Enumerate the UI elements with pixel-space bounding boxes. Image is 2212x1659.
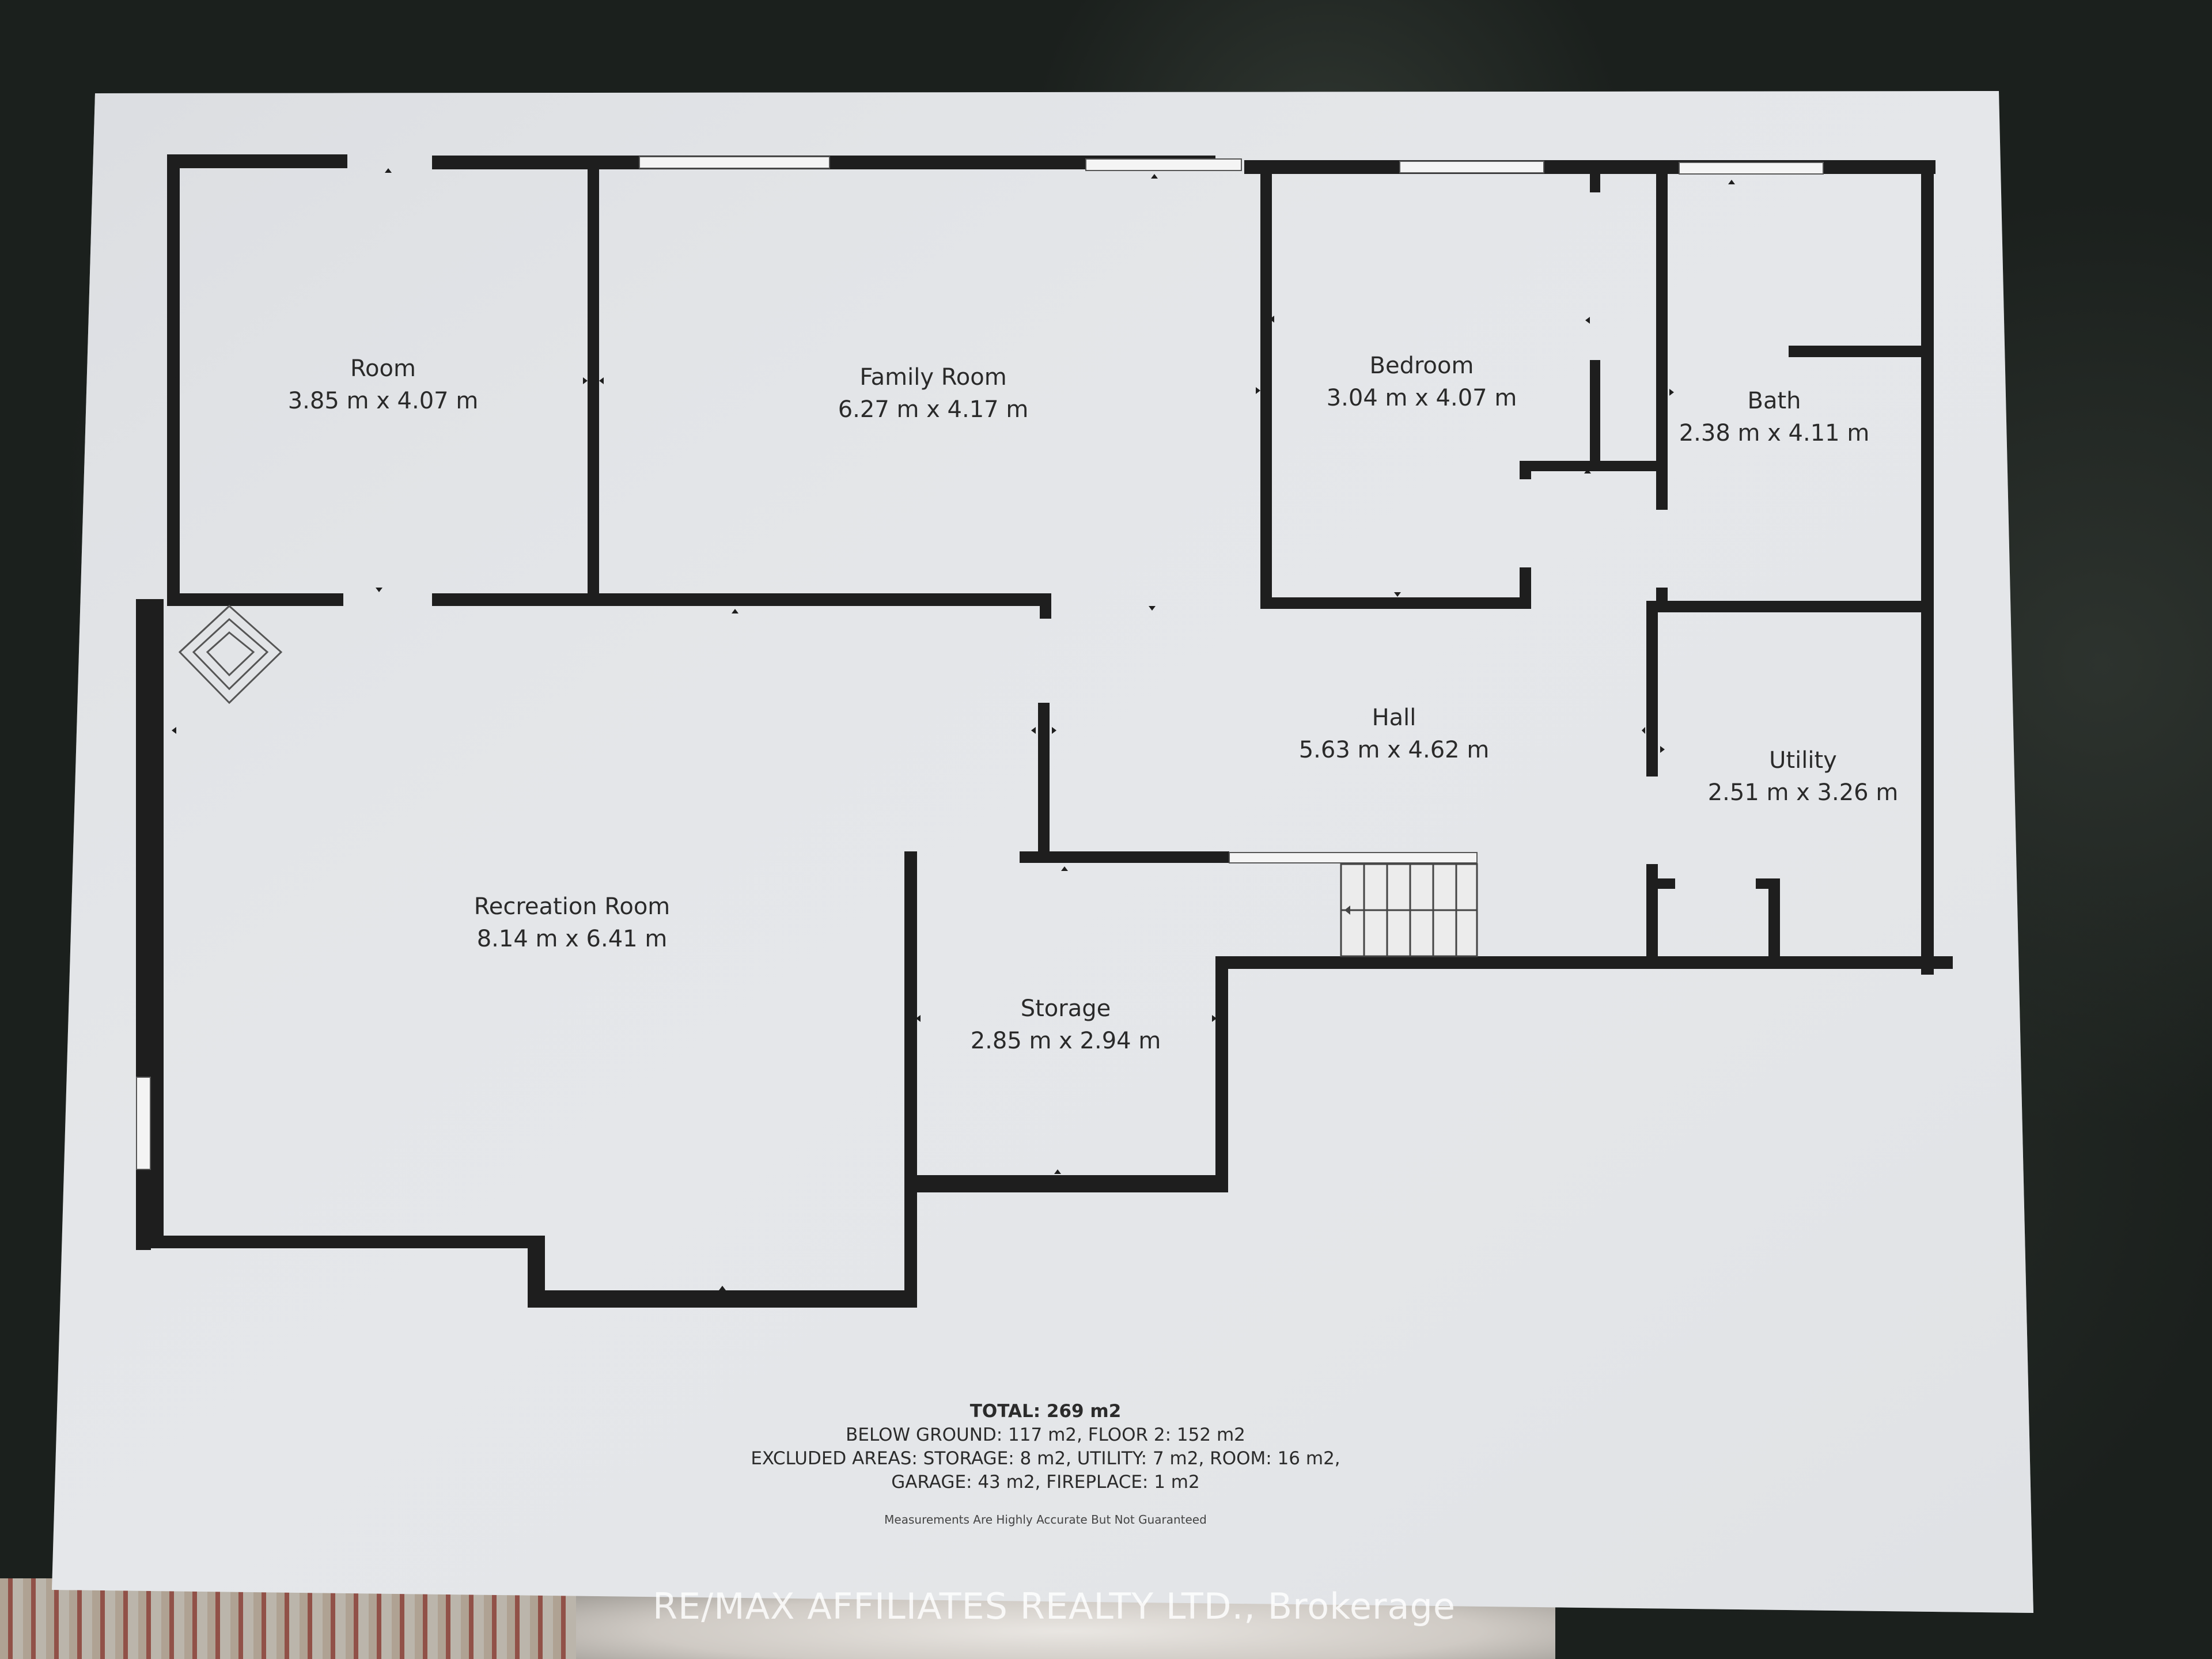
room-dims: 5.63 m x 4.62 m	[1298, 737, 1490, 763]
door-ticks	[172, 168, 1926, 1290]
room-label-bedroom: Bedroom 3.04 m x 4.07 m	[1327, 350, 1517, 414]
room-name: Bedroom	[1369, 353, 1474, 379]
room-label-utility: Utility 2.51 m x 3.26 m	[1708, 744, 1899, 809]
room-label-bath: Bath 2.38 m x 4.11 m	[1679, 385, 1870, 449]
room-name: Bath	[1747, 388, 1801, 414]
total-area: TOTAL: 269 m2	[969, 1401, 1122, 1422]
room-dims: 3.85 m x 4.07 m	[287, 388, 479, 414]
walls	[136, 154, 1953, 1308]
room-label-storage: Storage 2.85 m x 2.94 m	[971, 993, 1161, 1057]
room-label-room: Room 3.85 m x 4.07 m	[288, 353, 479, 417]
brokerage-watermark: RE/MAX AFFILIATES REALTY LTD., Brokerage	[652, 1585, 1456, 1627]
room-name: Room	[350, 355, 416, 382]
fireplace-symbol	[178, 604, 283, 704]
room-dims: 3.04 m x 4.07 m	[1326, 385, 1517, 411]
room-name: Utility	[1769, 747, 1837, 774]
room-label-family-room: Family Room 6.27 m x 4.17 m	[838, 361, 1029, 426]
room-name: Recreation Room	[474, 893, 671, 920]
room-dims: 6.27 m x 4.17 m	[838, 396, 1029, 423]
disclaimer: Measurements Are Highly Accurate But Not…	[884, 1513, 1207, 1527]
room-name: Storage	[1020, 995, 1111, 1022]
room-name: Family Room	[859, 364, 1007, 391]
windows	[136, 156, 1824, 1170]
room-name: Hall	[1372, 704, 1416, 731]
summary-line-2: EXCLUDED AREAS: STORAGE: 8 m2, UTILITY: …	[751, 1448, 1340, 1469]
room-label-hall: Hall 5.63 m x 4.62 m	[1299, 702, 1490, 766]
room-dims: 2.85 m x 2.94 m	[970, 1028, 1161, 1054]
room-dims: 8.14 m x 6.41 m	[476, 926, 668, 952]
summary-line-1: BELOW GROUND: 117 m2, FLOOR 2: 152 m2	[846, 1425, 1245, 1445]
room-dims: 2.38 m x 4.11 m	[1679, 420, 1870, 446]
room-label-recreation-room: Recreation Room 8.14 m x 6.41 m	[474, 891, 671, 955]
summary-line-3: GARAGE: 43 m2, FIREPLACE: 1 m2	[891, 1472, 1200, 1493]
room-dims: 2.51 m x 3.26 m	[1707, 779, 1899, 806]
area-summary: TOTAL: 269 m2 BELOW GROUND: 117 m2, FLOO…	[751, 1400, 1340, 1494]
stairs	[1340, 863, 1478, 957]
